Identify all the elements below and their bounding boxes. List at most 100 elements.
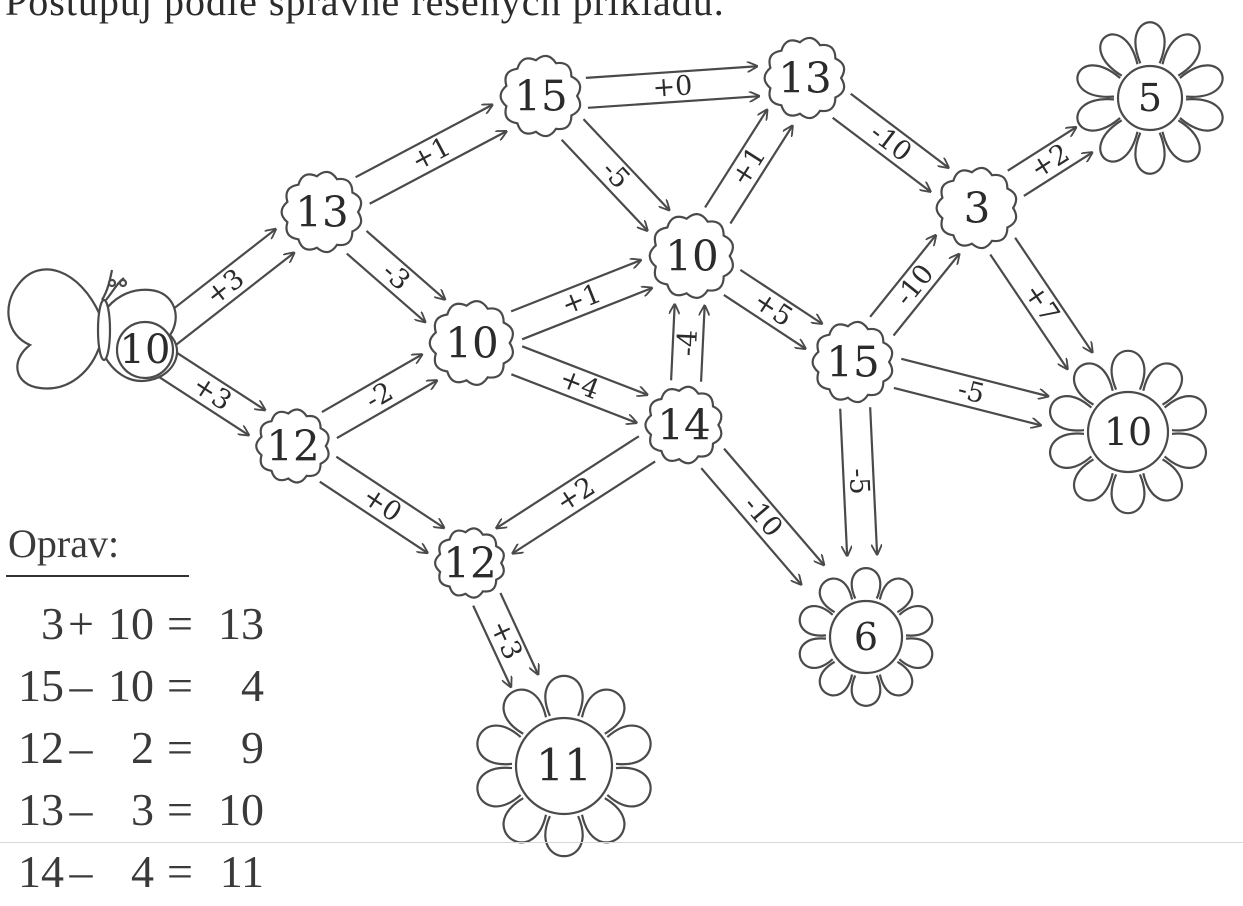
- edge-label: +1: [725, 142, 773, 192]
- edge-n14-n10b: -4: [671, 304, 705, 382]
- edge-n12a-n10a: -2: [321, 354, 437, 440]
- edge-label: +0: [652, 70, 694, 104]
- cloud-node-n10b: 10: [648, 213, 734, 299]
- cloud-node-value: 10: [445, 319, 498, 368]
- operator: –: [69, 660, 93, 711]
- operand-a: 12: [18, 722, 64, 773]
- cloud-node-value: 15: [826, 338, 879, 387]
- edge-n15b-f10: -5: [893, 357, 1048, 426]
- correction-equation: 12–2=9: [8, 720, 264, 782]
- operand-b: 2: [131, 722, 154, 773]
- edges-layer: +3 +3 +1 -3 -2 +0 +0 -5 +1 +4 -4 +2 +1 +5 -10 -10 +2 +7 -5…: [155, 66, 1092, 687]
- edge-label: +7: [1017, 278, 1065, 328]
- cloud-node-value: 15: [514, 72, 567, 121]
- operand-b: 10: [108, 598, 154, 649]
- cloud-node-value: 3: [964, 184, 991, 233]
- cloud-node-value: 10: [665, 232, 718, 281]
- operand-a: 15: [18, 660, 64, 711]
- operand-a: 3: [41, 598, 64, 649]
- equals-sign: =: [167, 784, 193, 835]
- nodes-layer: 10 13 12 15 10 12 13 10 14 3 15 5 10 6 11: [115, 21, 1224, 858]
- result: 10: [218, 784, 264, 835]
- edge-label: +2: [551, 471, 601, 519]
- edge-n15a-n10b: -5: [560, 118, 670, 231]
- edge-start-n13a: +3: [155, 229, 294, 347]
- edge-label: +4: [555, 363, 603, 406]
- cloud-node-value: 12: [266, 422, 319, 471]
- cloud-node-n10a: 10: [428, 300, 514, 386]
- result: 11: [219, 846, 264, 897]
- edge-label: +3: [200, 263, 250, 312]
- edge-label: +1: [406, 131, 456, 177]
- edge-label: -10: [889, 259, 940, 312]
- edge-n10a-n14: +4: [510, 345, 647, 422]
- scan-edge-line: [0, 842, 1243, 843]
- edge-label: -4: [672, 329, 704, 357]
- edge-label: +3: [483, 615, 528, 664]
- correction-equation: 14–4 = 11: [8, 844, 264, 906]
- correction-equation: 13–3 = 10: [8, 782, 264, 844]
- edge-n10a-n10b: +1: [510, 260, 652, 341]
- edge-label: -5: [955, 374, 988, 411]
- edge-label: +0: [357, 481, 407, 529]
- page-title: Postupuj podle správně řešených příkladů…: [5, 0, 725, 24]
- operand-a: 13: [18, 784, 64, 835]
- operator: –: [69, 722, 93, 773]
- result: 13: [218, 598, 264, 649]
- edge-label: -10: [864, 117, 917, 168]
- operand-b: 4: [131, 846, 154, 897]
- path-diagram: +3 +3 +1 -3 -2 +0 +0 -5 +1 +4 -4 +2 +1 +5 -10 -10 +2 +7 -5…: [7, 21, 1224, 858]
- edge-n13a-n10a: -3: [346, 230, 445, 322]
- operator: –: [69, 846, 93, 897]
- edge-n10b-n15b: +5: [723, 268, 822, 349]
- start-value: 10: [120, 327, 171, 373]
- operator: +: [68, 598, 94, 649]
- flower-value: 10: [1104, 410, 1152, 454]
- operand-b: 3: [131, 784, 154, 835]
- edge-n13b-n3: -10: [831, 92, 949, 192]
- edge-n10b-n13b: +1: [704, 110, 792, 225]
- edge-n12b-f11: +3: [472, 592, 538, 687]
- equals-sign: =: [167, 660, 193, 711]
- operand-a: 14: [18, 846, 64, 897]
- edge-label: -5: [843, 468, 875, 496]
- edge-label: +2: [1025, 138, 1075, 186]
- flower-f11: 11: [476, 674, 652, 858]
- correction-equation: 3+10 = 13: [8, 596, 264, 658]
- flower-f5: 5: [1076, 21, 1224, 175]
- cloud-node-n13a: 13: [280, 170, 363, 254]
- edge-label: -3: [376, 256, 416, 297]
- equals-sign: =: [167, 722, 193, 773]
- operator: –: [69, 784, 93, 835]
- edge-n13a-n15a: +1: [355, 105, 507, 205]
- edge-n14-n12b: +2: [496, 435, 656, 553]
- equals-sign: =: [167, 846, 193, 897]
- edge-n14-f6: -10: [700, 447, 824, 585]
- flower-f10: 10: [1048, 349, 1208, 515]
- cloud-node-n15a: 15: [499, 54, 582, 138]
- edge-label: -2: [360, 376, 398, 416]
- edge-n15b-n3: -10: [869, 235, 959, 337]
- correction-equation: 15–10=4: [8, 658, 264, 720]
- flower-value: 11: [536, 741, 592, 792]
- correction-label: Oprav:: [8, 521, 120, 566]
- cloud-node-n14: 14: [644, 385, 723, 465]
- cloud-node-value: 13: [778, 54, 831, 103]
- cloud-node-n15b: 15: [811, 320, 894, 404]
- edge-label: +3: [187, 370, 237, 418]
- flower-value: 6: [854, 615, 878, 659]
- edge-label: -10: [737, 490, 789, 543]
- cloud-node-value: 13: [295, 188, 348, 237]
- flower-value: 5: [1138, 76, 1162, 120]
- cloud-node-n12b: 12: [434, 527, 505, 599]
- cloud-node-n3: 3: [935, 166, 1018, 250]
- edge-label: +5: [748, 285, 798, 333]
- equals-sign: =: [167, 598, 193, 649]
- edge-n15a-n13b: +0: [585, 66, 759, 109]
- edge-n3-f5: +2: [1007, 127, 1092, 197]
- edge-n15b-f6: -5: [839, 407, 877, 556]
- cloud-node-value: 14: [657, 401, 710, 450]
- correction-underline: [6, 575, 189, 577]
- operand-b: 10: [108, 660, 154, 711]
